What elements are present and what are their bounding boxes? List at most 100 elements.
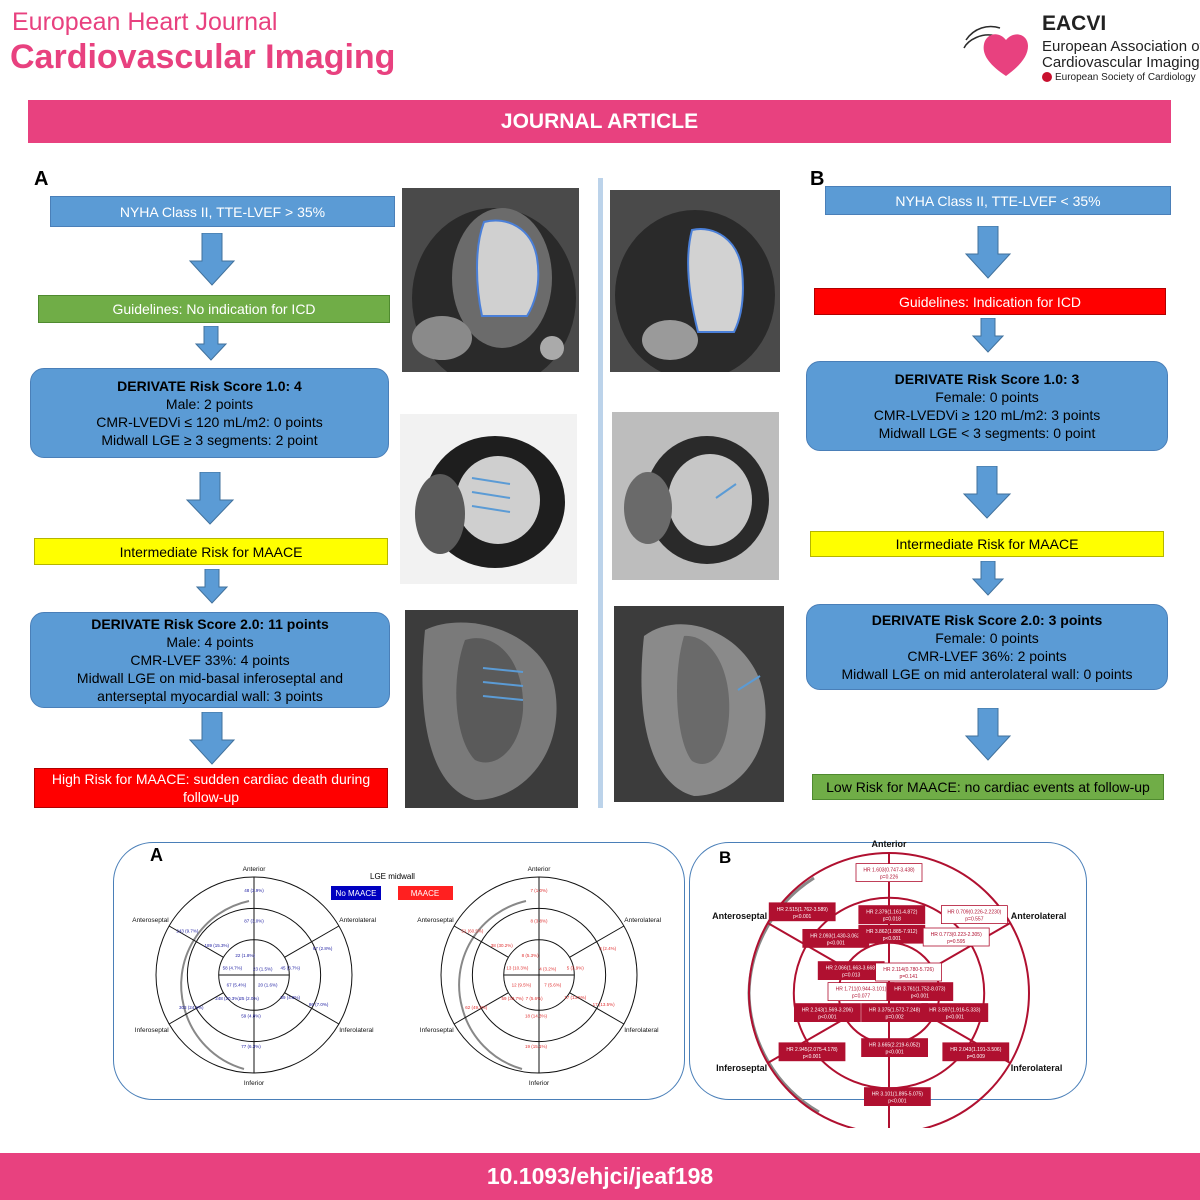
segment-value: 77 (6.3%) bbox=[241, 1044, 261, 1049]
hr-box bbox=[855, 863, 923, 882]
label-anterolateral: Anterolateral bbox=[1011, 911, 1067, 921]
mri-4chamber-image-b bbox=[610, 190, 780, 372]
segment-value: 86 (7.0%) bbox=[309, 1002, 329, 1007]
panel-b-nyha-text: NYHA Class II, TTE-LVEF < 35% bbox=[895, 192, 1101, 209]
segment-divider bbox=[569, 992, 625, 1025]
segment-value: 7 (1.0%) bbox=[530, 888, 548, 893]
hr-box bbox=[922, 927, 990, 947]
hr-box bbox=[768, 902, 836, 922]
panel-a-risk-box: Intermediate Risk for MAACE bbox=[34, 538, 388, 565]
mri-4chamber-image-a bbox=[402, 188, 579, 372]
esc-name: European Society of Cardiology bbox=[1042, 72, 1196, 83]
panel-b-score1-line: Midwall LGE < 3 segments: 0 point bbox=[878, 425, 1096, 441]
hr-value: HR 3.665(2.219-6.052) bbox=[869, 1043, 920, 1049]
legend-no-maace-swatch bbox=[331, 886, 381, 900]
segment-value: 5 (3.9%) bbox=[567, 966, 585, 971]
bullseye-chart-b: B AnteriorInferiorAnteroseptalAnterolate… bbox=[712, 839, 1066, 1128]
eacvi-name-line2: Cardiovascular Imaging bbox=[1042, 54, 1200, 71]
esc-name-text: European Society of Cardiology bbox=[1055, 72, 1196, 83]
hr-pvalue: p=0.013 bbox=[842, 973, 860, 979]
panel-b-score2-box: DERIVATE Risk Score 2.0: 3 points Female… bbox=[806, 604, 1168, 690]
panel-b-outcome-text: Low Risk for MAACE: no cardiac events at… bbox=[826, 779, 1150, 795]
bullseye-hr: AnteriorInferiorAnteroseptalAnterolatera… bbox=[712, 839, 1066, 1128]
segment-divider bbox=[453, 992, 509, 1025]
segment-divider bbox=[569, 925, 625, 958]
panel-b-guideline-box: Guidelines: Indication for ICD bbox=[814, 288, 1166, 315]
panel-a-score2-line: anterseptal myocardial wall: 3 points bbox=[97, 688, 323, 704]
hr-pvalue: p<0.001 bbox=[946, 1015, 964, 1021]
label-anterior: Anterior bbox=[871, 839, 907, 849]
segment-value: 303 (24.6%) bbox=[179, 1005, 204, 1010]
down-arrow-icon bbox=[971, 318, 1005, 353]
hr-box bbox=[940, 905, 1008, 924]
hr-value: HR 3.101(1.895-5.075) bbox=[872, 1092, 923, 1098]
journal-name: European Heart Journal bbox=[12, 8, 278, 36]
journal-subtitle: Cardiovascular Imaging bbox=[10, 38, 396, 76]
hr-box bbox=[778, 1042, 846, 1062]
bullseye-b-letter: B bbox=[719, 848, 731, 867]
hr-pvalue: p=0.141 bbox=[899, 974, 917, 980]
label-inferolateral: Inferolateral bbox=[1011, 1063, 1063, 1073]
panel-a-outcome-line1: High Risk for MAACE: sudden cardiac deat… bbox=[51, 771, 371, 787]
hr-value: HR 1.711(0.944-3.101) bbox=[836, 987, 887, 993]
esc-logo-icon bbox=[1042, 72, 1052, 83]
down-arrow-icon bbox=[194, 326, 228, 361]
hr-value: HR 0.773(0.223-2.305) bbox=[931, 932, 982, 938]
hr-box bbox=[794, 1003, 861, 1023]
label-inferoseptal: Inferoseptal bbox=[420, 1027, 455, 1034]
septal-arc bbox=[183, 1006, 245, 1070]
hr-box bbox=[886, 982, 954, 1002]
hr-value: HR 2.066(1.663-3.668) bbox=[826, 966, 877, 972]
hr-pvalue: p<0.001 bbox=[888, 1099, 906, 1105]
legend-no-maace-label: No MAACE bbox=[336, 889, 377, 898]
hr-value: HR 3.761(1.752-8.073) bbox=[894, 987, 945, 993]
segment-value: 25 (2.0%) bbox=[239, 996, 259, 1001]
down-arrow-icon bbox=[185, 472, 235, 525]
hr-value: HR 3.375(1.572-7.248) bbox=[869, 1008, 920, 1014]
septal-arc bbox=[458, 900, 527, 1008]
segment-value: 67 (5.4%) bbox=[227, 982, 247, 987]
hr-box bbox=[921, 1003, 989, 1023]
hr-pvalue: p=0.595 bbox=[947, 939, 965, 945]
panel-a-score1-line: Midwall LGE ≥ 3 segments: 2 point bbox=[101, 432, 318, 448]
hr-box bbox=[942, 1042, 1010, 1062]
panel-divider bbox=[598, 178, 603, 808]
hr-pvalue: p<0.001 bbox=[827, 940, 845, 946]
hr-pvalue: p=0.009 bbox=[967, 1054, 985, 1060]
bullseye-a-letter: A bbox=[150, 845, 163, 865]
eacvi-name-line1: European Association of bbox=[1042, 38, 1200, 55]
down-arrow-icon bbox=[964, 708, 1012, 761]
segment-value: 51 (60.5%) bbox=[461, 928, 484, 933]
label-anterolateral: Anterolateral bbox=[339, 917, 376, 924]
hr-pvalue: p<0.001 bbox=[883, 936, 901, 942]
legend-maace-label: MAACE bbox=[411, 889, 439, 898]
hr-value: HR 2.243(1.569-3.206) bbox=[802, 1008, 853, 1014]
segment-value: 4 (3.2%) bbox=[539, 967, 557, 972]
down-arrow-icon bbox=[195, 569, 229, 604]
hr-box bbox=[875, 962, 943, 982]
segment-value: 23 (1.5%) bbox=[253, 967, 273, 972]
panel-a-score1-line: Male: 2 points bbox=[165, 396, 254, 412]
label-anterolateral: Anterolateral bbox=[624, 917, 661, 924]
segment-value: 3 (2.4%) bbox=[599, 946, 617, 951]
eacvi-abbreviation: EACVI bbox=[1042, 12, 1107, 35]
hr-box bbox=[858, 905, 926, 924]
label-anteroseptal: Anteroseptal bbox=[132, 917, 169, 924]
panel-b-risk-text: Intermediate Risk for MAACE bbox=[895, 536, 1079, 552]
hr-box bbox=[861, 1038, 929, 1058]
label-anteroseptal: Anteroseptal bbox=[417, 917, 454, 924]
panel-a-score1-line: CMR-LVEDVi ≤ 120 mL/m2: 0 points bbox=[96, 414, 323, 430]
panel-b-score1-line: Female: 0 points bbox=[935, 389, 1039, 405]
hr-value: HR 2.515(1.762-3.589) bbox=[777, 907, 828, 913]
segment-divider bbox=[453, 925, 509, 958]
segment-value: 58 (4.7%) bbox=[223, 966, 243, 971]
panel-a-outcome-line2: follow-up bbox=[182, 789, 240, 805]
label-inferior: Inferior bbox=[529, 1080, 550, 1087]
segment-value: 7 (5.6%) bbox=[544, 982, 562, 987]
hr-value: HR 1.603(0.747-3.438) bbox=[863, 868, 914, 874]
label-anterior: Anterior bbox=[528, 866, 552, 873]
septal-arc bbox=[461, 1006, 523, 1070]
